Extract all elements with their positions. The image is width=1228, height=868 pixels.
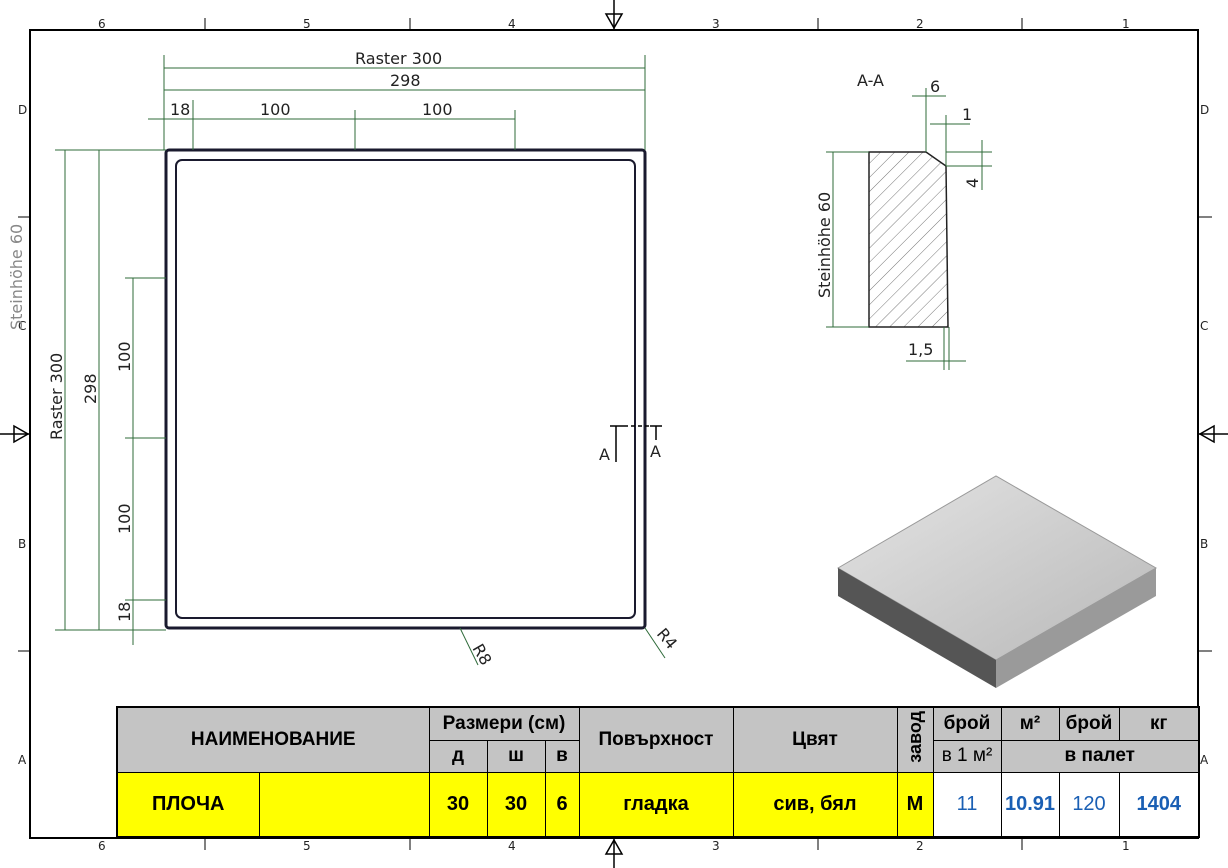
radius-large-label: R4 [653,624,681,653]
header-m2: м² [1000,706,1060,741]
chamfer-step-label: 1 [962,105,972,124]
cell-m2-pallet: 10.91 [1000,771,1060,838]
zone-top-2: 2 [916,17,924,31]
raster-label-top: Raster 300 [355,49,442,68]
raster-label-left: Raster 300 [47,353,66,440]
cell-name-extra [258,771,430,838]
radius-small-label: R8 [469,641,496,669]
overall-dim-left: 298 [81,373,100,404]
section-dimensions [826,88,992,370]
zone-bottom-3: 3 [712,839,720,853]
zone-right-B: B [1200,537,1208,551]
zone-bottom-6: 6 [98,839,106,853]
zone-top-6: 6 [98,17,106,31]
cell-width: 30 [486,771,546,838]
left-dimensions [55,149,166,645]
step-dim-left-1: 100 [115,341,134,372]
zone-left-A: A [18,753,27,767]
isometric-plate [837,475,1158,688]
top-dimensions [148,55,646,150]
zone-top-5: 5 [303,17,311,31]
cell-height: 6 [544,771,580,838]
header-pallet: в палет [1000,739,1200,773]
overall-dim-top: 298 [390,71,421,90]
cell-surface: гладка [578,771,734,838]
section-title: A-A [857,71,884,90]
section-mark-left: A [599,445,610,464]
cell-kg-pallet: 1404 [1118,771,1200,838]
header-plant-text: завод [904,710,925,763]
plate-inner-edge [175,159,636,619]
cell-per-m2: 11 [932,771,1002,838]
header-kg: кг [1118,706,1200,741]
section-marker [610,425,662,462]
header-color: Цвят [732,706,898,773]
chamfer-width-label: 6 [930,77,940,96]
section-bottom-dim: 1,5 [908,340,933,359]
zone-bottom-1: 1 [1122,839,1130,853]
header-dim-h: в [544,739,580,773]
zone-ticks [18,18,1212,850]
cell-name: ПЛОЧА [116,771,260,838]
header-surface: Повърхност [578,706,734,773]
step-dim-top-1: 100 [260,100,291,119]
header-dimensions: Размери (см) [428,706,580,741]
edge-dim-top: 18 [170,100,190,119]
cell-count-pallet: 120 [1058,771,1120,838]
header-dim-w: ш [486,739,546,773]
zone-left-B: B [18,537,26,551]
zone-right-D: D [1200,103,1209,117]
zone-right-C: C [1200,319,1208,333]
section-profile [868,151,949,328]
header-count: брой [932,706,1002,741]
header-dim-l: д [428,739,488,773]
header-count-sub: в 1 м² [932,739,1002,773]
ghost-height-label: Steinhöhe 60 [7,224,26,330]
title-block: НАИМЕНОВАНИЕ Размери (см) Повърхност Цвя… [116,706,1200,838]
zone-left-C: C [18,319,26,333]
zone-bottom-2: 2 [916,839,924,853]
zone-top-1: 1 [1122,17,1130,31]
zone-bottom-4: 4 [508,839,516,853]
zone-right-A: A [1200,753,1209,767]
cell-length: 30 [428,771,488,838]
step-dim-left-2: 100 [115,503,134,534]
zone-bottom-5: 5 [303,839,311,853]
header-name: НАИМЕНОВАНИЕ [116,706,430,773]
section-height-label: Steinhöhe 60 [815,192,834,298]
zone-top-4: 4 [508,17,516,31]
section-mark-right: A [650,442,661,461]
header-count-pallet: брой [1058,706,1120,741]
zone-left-D: D [18,103,27,117]
step-dim-top-2: 100 [422,100,453,119]
radius-leaders [459,627,666,666]
edge-dim-left: 18 [115,602,134,622]
zone-top-3: 3 [712,17,720,31]
cell-plant: М [896,771,934,838]
chamfer-height-label: 4 [963,178,982,188]
cell-color: сив, бял [732,771,898,838]
header-plant: завод [896,706,934,773]
plate-outline [164,148,647,630]
